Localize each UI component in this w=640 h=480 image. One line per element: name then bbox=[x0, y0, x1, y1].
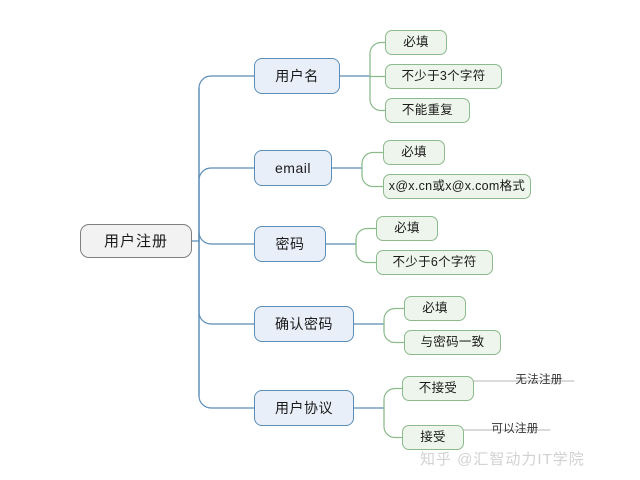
branch-node-password[interactable]: 密码 bbox=[254, 226, 326, 262]
watermark: 知乎 @汇智动力IT学院 bbox=[420, 451, 585, 468]
leaf-node-min-3-chars[interactable]: 不少于3个字符 bbox=[385, 64, 502, 89]
leaf-text-can-register-label: 可以注册 bbox=[491, 423, 539, 436]
leaf-node-required-label: 必填 bbox=[403, 35, 429, 50]
leaf-node-required[interactable]: 必填 bbox=[376, 216, 438, 241]
branch-node-email-label: email bbox=[275, 160, 311, 176]
leaf-node-decline[interactable]: 不接受 bbox=[402, 376, 474, 401]
leaf-node-required[interactable]: 必填 bbox=[385, 30, 447, 55]
leaf-node-required[interactable]: 必填 bbox=[404, 296, 466, 321]
root-node-user-registration-label: 用户注册 bbox=[103, 232, 168, 250]
connector bbox=[355, 243, 377, 264]
root-node-user-registration[interactable]: 用户注册 bbox=[80, 224, 192, 258]
connector bbox=[383, 387, 403, 409]
connector bbox=[361, 151, 384, 169]
leaf-node-accept-label: 接受 bbox=[420, 430, 446, 445]
leaf-node-min-6-chars[interactable]: 不少于6个字符 bbox=[376, 250, 493, 275]
connector bbox=[369, 41, 386, 77]
connector bbox=[198, 75, 255, 242]
connector bbox=[198, 240, 255, 325]
leaf-node-match-password[interactable]: 与密码一致 bbox=[404, 330, 501, 355]
connector bbox=[383, 323, 405, 344]
leaf-node-no-duplicate[interactable]: 不能重复 bbox=[385, 98, 470, 123]
branch-node-confirm-password-label: 确认密码 bbox=[275, 316, 333, 332]
leaf-text-cannot-register[interactable]: 无法注册 bbox=[508, 372, 570, 390]
leaf-node-min-3-chars-label: 不少于3个字符 bbox=[401, 69, 486, 84]
branch-node-email[interactable]: email bbox=[254, 150, 332, 186]
leaf-node-match-password-label: 与密码一致 bbox=[420, 335, 485, 350]
leaf-node-no-duplicate-label: 不能重复 bbox=[401, 103, 454, 118]
leaf-text-can-register[interactable]: 可以注册 bbox=[484, 421, 546, 439]
leaf-node-decline-label: 不接受 bbox=[418, 381, 458, 396]
leaf-node-min-6-chars-label: 不少于6个字符 bbox=[392, 255, 477, 270]
leaf-node-required-label: 必填 bbox=[394, 221, 420, 236]
branch-node-password-label: 密码 bbox=[275, 236, 305, 252]
leaf-node-email-format-label: x@x.cn或x@x.com格式 bbox=[388, 179, 526, 194]
leaf-text-cannot-register-label: 无法注册 bbox=[515, 374, 563, 387]
branch-node-user-agreement[interactable]: 用户协议 bbox=[254, 390, 354, 426]
connector bbox=[198, 240, 255, 409]
branch-node-username-label: 用户名 bbox=[275, 68, 319, 84]
branch-node-confirm-password[interactable]: 确认密码 bbox=[254, 306, 354, 342]
branch-node-user-agreement-label: 用户协议 bbox=[275, 400, 333, 416]
branch-node-username[interactable]: 用户名 bbox=[254, 58, 340, 94]
leaf-node-required-label: 必填 bbox=[401, 145, 427, 160]
connector bbox=[198, 231, 255, 245]
connector bbox=[361, 167, 384, 188]
connector bbox=[198, 167, 255, 242]
leaf-node-accept[interactable]: 接受 bbox=[402, 425, 464, 450]
leaf-node-email-format[interactable]: x@x.cn或x@x.com格式 bbox=[383, 174, 531, 199]
connector bbox=[369, 75, 386, 112]
leaf-node-required[interactable]: 必填 bbox=[383, 140, 445, 165]
connector bbox=[355, 227, 377, 245]
connector bbox=[383, 307, 405, 325]
leaf-node-required-label: 必填 bbox=[422, 301, 448, 316]
connector bbox=[383, 407, 403, 439]
